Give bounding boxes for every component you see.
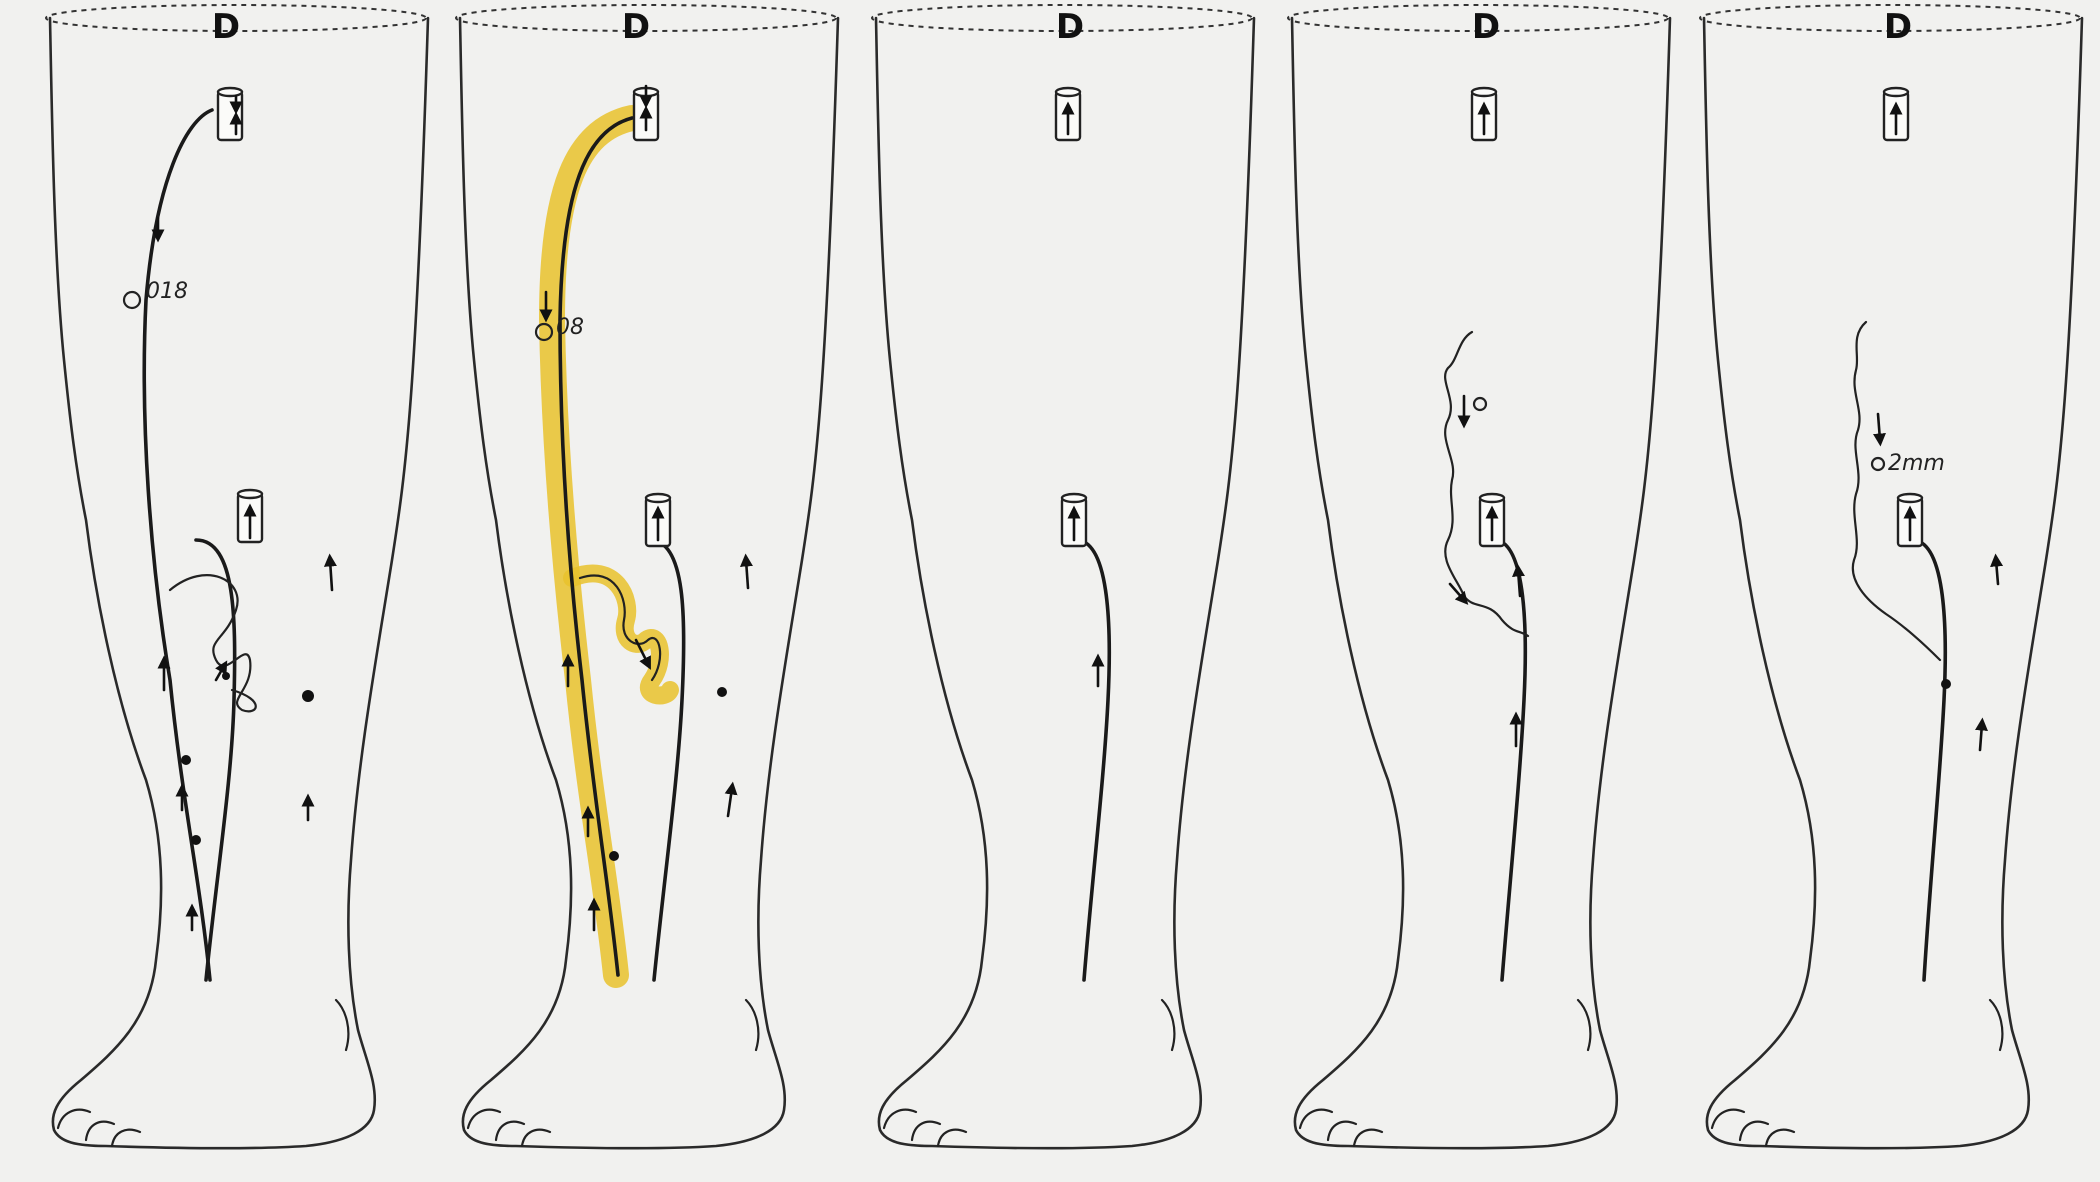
diameter-marker-circle	[1872, 458, 1884, 470]
side-label: D	[1884, 7, 1912, 47]
small-saphenous-vein	[650, 540, 684, 980]
small-saphenous-vein	[1076, 540, 1109, 980]
perforator-dot	[1941, 679, 1951, 689]
flow-arrows	[1068, 108, 1098, 686]
probe-saphenofemoral	[218, 88, 242, 140]
perforator-dot	[191, 835, 201, 845]
diameter-marker-circle	[124, 292, 140, 308]
perforator-dot	[609, 851, 619, 861]
tortuous-tributary	[170, 575, 256, 711]
small-saphenous-vein	[1912, 540, 1945, 980]
side-label: D	[1472, 7, 1500, 47]
tortuous-tributary	[1445, 332, 1528, 636]
leg-panel-4: D	[1288, 5, 1670, 1148]
diameter-note: 018	[146, 279, 188, 304]
leg-panel-3: D	[872, 5, 1254, 1148]
perforator-dot	[302, 690, 314, 702]
leg-panel-5: D 2mm	[1700, 5, 2082, 1148]
great-saphenous-vein	[144, 110, 212, 980]
leg-panel-2: D 08	[456, 5, 838, 1148]
perforator-dot	[717, 687, 727, 697]
diameter-note: 08	[556, 315, 584, 340]
diameter-marker-circle	[1474, 398, 1486, 410]
perforator-dot	[181, 755, 191, 765]
side-label: D	[1056, 7, 1084, 47]
flow-arrows	[1450, 108, 1520, 746]
perforator-dot	[222, 672, 230, 680]
flow-arrows	[1878, 108, 1998, 750]
diameter-note: 2mm	[1888, 451, 1945, 476]
leg-panel-1: D 018	[46, 5, 428, 1148]
tortuous-tributary	[1853, 322, 1940, 660]
side-label: D	[622, 7, 650, 47]
side-label: D	[212, 7, 240, 47]
small-saphenous-vein	[1494, 540, 1525, 980]
